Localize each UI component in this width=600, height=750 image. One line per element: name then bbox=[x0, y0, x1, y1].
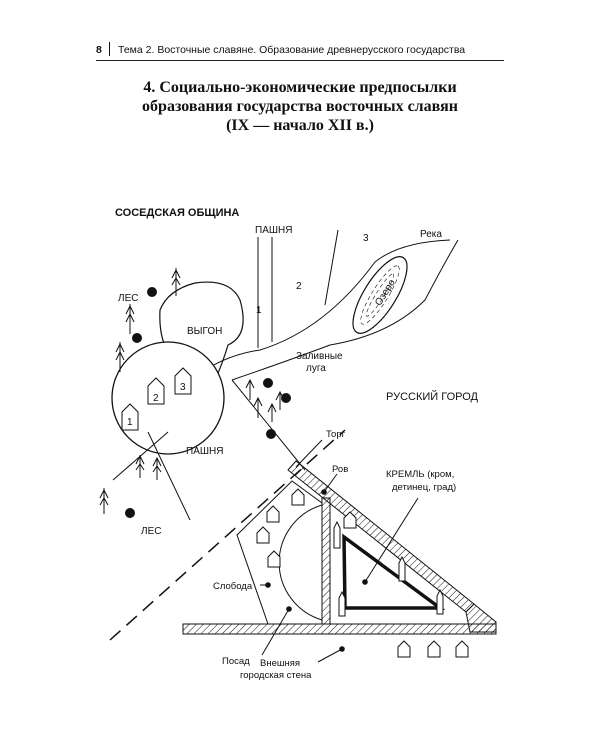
header-rule bbox=[96, 60, 504, 61]
town-houses bbox=[256, 488, 469, 658]
running-title: Тема 2. Восточные славяне. Образование д… bbox=[118, 44, 466, 56]
kremlin-label-line-2: детинец, град) bbox=[392, 482, 456, 493]
meadows-label-line-2: луга bbox=[306, 363, 326, 374]
pasture-label: ВЫГОН bbox=[187, 326, 222, 337]
forest-bottom-label: ЛЕС bbox=[141, 526, 161, 537]
field-boundaries bbox=[257, 229, 339, 348]
moat-label: Ров bbox=[332, 464, 348, 475]
kremlin-label-line-1: КРЕМЛЬ (кром, bbox=[386, 469, 454, 480]
sloboda-label: Слобода bbox=[213, 581, 253, 592]
village: 1 2 3 bbox=[111, 341, 225, 455]
field-1-label: 1 bbox=[256, 305, 262, 316]
lake: Озеро bbox=[352, 256, 408, 334]
posad-outline bbox=[236, 480, 323, 625]
house-1-label: 1 bbox=[127, 417, 133, 428]
outer-wall-label-line-2: городская стена bbox=[240, 670, 312, 681]
tree-dots bbox=[125, 287, 291, 518]
meadows-label-line-1: Заливные bbox=[296, 351, 343, 362]
outer-wall-bottom bbox=[182, 623, 497, 635]
field-3-label: 3 bbox=[363, 233, 369, 244]
house-3-label: 3 bbox=[180, 382, 186, 393]
market-label: Торг bbox=[326, 429, 346, 440]
field-2-label: 2 bbox=[296, 281, 302, 292]
town bbox=[182, 439, 497, 663]
kremlin-wall bbox=[342, 533, 446, 610]
tree-icons bbox=[99, 268, 285, 514]
section-title-line-1: 4. Социально-экономические предпосылки bbox=[143, 79, 457, 96]
section-title-line-3: (IX — начало XII в.) bbox=[226, 117, 374, 134]
kremlin-towers bbox=[333, 520, 444, 617]
header-separator bbox=[109, 42, 110, 56]
diagram-heading: СОСЕДСКАЯ ОБЩИНА bbox=[115, 207, 239, 219]
page-number: 8 bbox=[96, 44, 102, 56]
arable-bottom-label: ПАШНЯ bbox=[186, 446, 223, 457]
leader-lines bbox=[260, 439, 419, 663]
sloboda-semicircle bbox=[278, 504, 323, 621]
moat-vertical bbox=[321, 497, 331, 625]
section-title-line-2: образования государства восточных славян bbox=[142, 98, 458, 115]
section-title: 4. Социально-экономические предпосылки о… bbox=[96, 78, 504, 135]
russian-town-label: РУССКИЙ ГОРОД bbox=[386, 390, 479, 403]
running-header: 8 Тема 2. Восточные славяне. Образование… bbox=[96, 42, 504, 62]
arable-top-label: ПАШНЯ bbox=[255, 225, 292, 236]
outer-wall-label-line-1: Внешняя bbox=[260, 658, 300, 669]
house-2-label: 2 bbox=[153, 393, 159, 404]
river-label: Река bbox=[420, 229, 442, 240]
posad-label: Посад bbox=[222, 656, 250, 667]
road bbox=[109, 429, 346, 641]
forest-top-label: ЛЕС bbox=[118, 293, 138, 304]
